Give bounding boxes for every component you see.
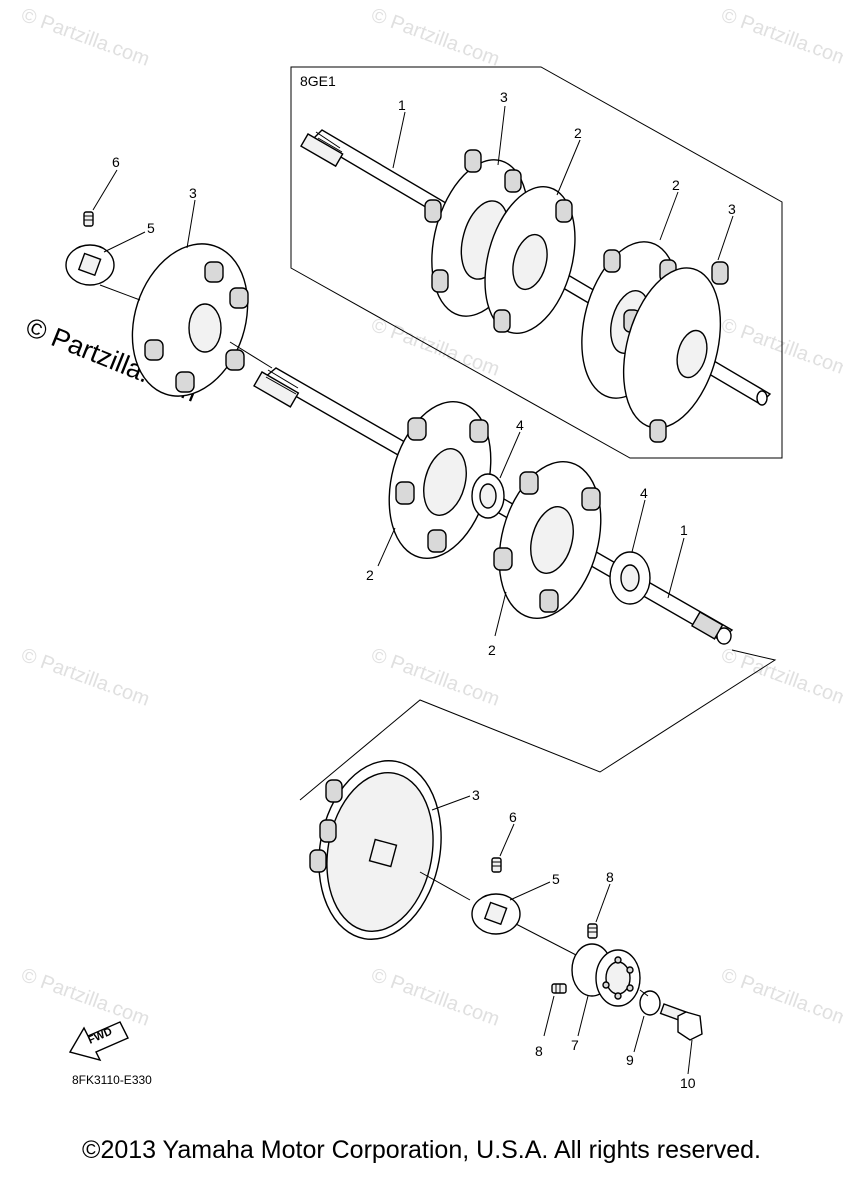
callout-5: 5 bbox=[552, 871, 560, 887]
watermark: © Partzilla.com bbox=[718, 4, 843, 71]
callout-6: 6 bbox=[509, 809, 517, 825]
variant-code-label: 8GE1 bbox=[300, 73, 336, 89]
watermark: © Partzilla.com bbox=[718, 964, 843, 1031]
main-bushing-4a bbox=[471, 473, 505, 519]
copyright-notice: ©2013 Yamaha Motor Corporation, U.S.A. A… bbox=[82, 1136, 761, 1164]
callout-1: 1 bbox=[680, 522, 688, 538]
callout-10: 10 bbox=[680, 1075, 696, 1091]
set-screw-8-lower: 8 bbox=[535, 983, 567, 1059]
set-screw-8-upper: 8 bbox=[587, 869, 614, 939]
watermark: © Partzilla.com bbox=[368, 644, 502, 711]
watermark: © Partzilla.com bbox=[18, 4, 152, 71]
callout-3: 3 bbox=[500, 89, 508, 105]
callout-2: 2 bbox=[488, 642, 496, 658]
callout-3: 3 bbox=[472, 787, 480, 803]
fwd-arrow-icon: FWD bbox=[68, 1021, 129, 1062]
callout-3: 3 bbox=[728, 201, 736, 217]
callout-1: 1 bbox=[398, 97, 406, 113]
callout-2: 2 bbox=[672, 177, 680, 193]
bolt-10: 10 bbox=[659, 1003, 703, 1091]
callout-2: 2 bbox=[574, 125, 582, 141]
inset-sprocket-d bbox=[622, 261, 729, 443]
spacer-9: 9 bbox=[626, 990, 661, 1068]
collar-5-top: 5 bbox=[65, 220, 155, 286]
main-bushing-4b bbox=[609, 551, 651, 605]
sprocket-3-top: 3 bbox=[131, 185, 249, 397]
callout-5: 5 bbox=[147, 220, 155, 236]
watermark: © Partzilla.com bbox=[368, 4, 502, 71]
assembly-frame-line bbox=[299, 649, 777, 801]
inset-sprocket-b bbox=[484, 186, 576, 334]
watermark: © Partzilla.com bbox=[718, 644, 843, 711]
watermark: © Partzilla.com bbox=[368, 964, 502, 1031]
set-screw-6-top: 6 bbox=[83, 154, 120, 227]
drawing-code: 8FK3110-E330 bbox=[72, 1073, 152, 1087]
callout-8: 8 bbox=[535, 1043, 543, 1059]
main-sprocket-2b bbox=[493, 461, 602, 619]
callout-9: 9 bbox=[626, 1052, 634, 1068]
watermark: © Partzilla.com bbox=[368, 314, 502, 381]
collar-5-lower: 5 bbox=[471, 871, 560, 935]
watermark: © Partzilla.com bbox=[18, 644, 152, 711]
callout-4: 4 bbox=[516, 417, 524, 433]
set-screw-6-lower: 6 bbox=[491, 809, 517, 873]
callout-3: 3 bbox=[189, 185, 197, 201]
callout-8: 8 bbox=[606, 869, 614, 885]
inset-8ge1: 8GE1 bbox=[290, 66, 783, 459]
watermark: © Partzilla.com bbox=[18, 964, 152, 1031]
sprocket-3-lower: 3 bbox=[309, 760, 480, 940]
callout-7: 7 bbox=[571, 1037, 579, 1053]
callout-2: 2 bbox=[366, 567, 374, 583]
callout-6: 6 bbox=[112, 154, 120, 170]
inset-frame bbox=[290, 66, 783, 459]
bearing-housing-7: 7 bbox=[571, 943, 641, 1053]
callout-4: 4 bbox=[640, 485, 648, 501]
watermark: © Partzilla.com bbox=[718, 314, 843, 381]
